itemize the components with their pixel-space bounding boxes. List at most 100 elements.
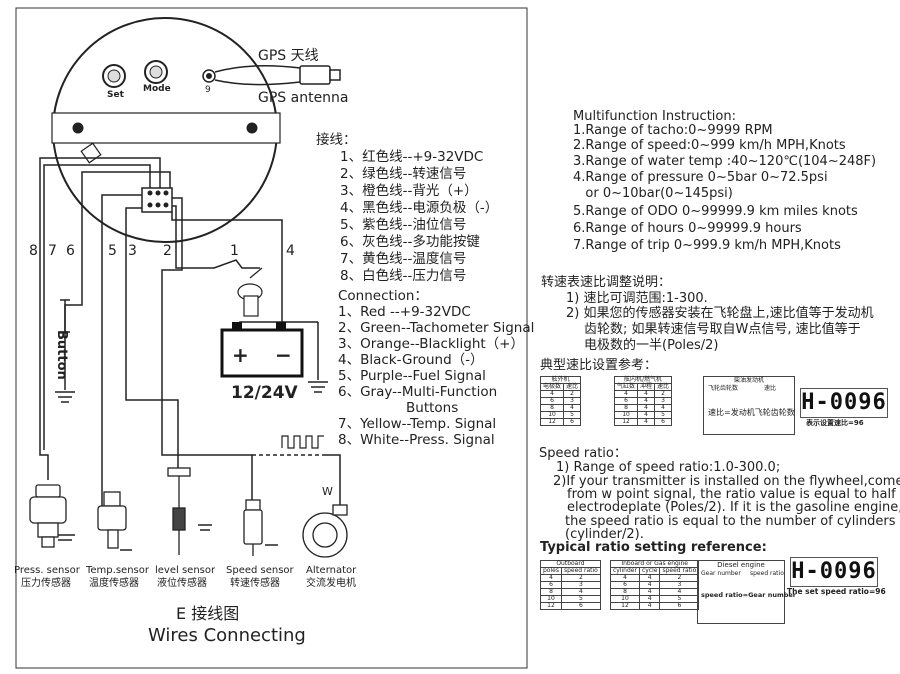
multifunction-title: Multifunction Instruction:	[573, 109, 736, 124]
battery-voltage: 12/24V	[231, 383, 298, 403]
button-switch-icon	[60, 299, 70, 333]
table-col: speed ratio	[750, 570, 784, 577]
wire-number-5: 5	[108, 243, 117, 259]
connection-item: 3、Orange--Blacklight（+）	[338, 336, 524, 352]
lcd-caption-en: The set speed ratio=96	[787, 587, 886, 596]
ratio-cn-item: 齿轮数; 如果转速信号取自W点信号, 速比值等于	[584, 322, 861, 337]
set-label: Set	[107, 90, 124, 100]
gps-label-cn: GPS 天线	[258, 48, 319, 64]
ratio-en-ref-title: Typical ratio setting reference:	[540, 540, 767, 555]
battery-plus: +	[232, 343, 249, 367]
gps-label-en: GPS antenna	[258, 90, 349, 106]
multifunction-item: 5.Range of ODO 0~99999.9 km miles knots	[573, 204, 858, 219]
diesel-formula: speed ratio=Gear number	[701, 591, 796, 599]
ratio-en-item: the speed ratio is equal to the number o…	[565, 514, 896, 529]
wire-number-3: 3	[128, 243, 137, 259]
speed-sensor-label-cn: 转速传感器	[230, 578, 280, 589]
ratio-cn-item: 1) 速比可调范围:1-300.	[566, 291, 708, 306]
ratio-cn-item: 2) 如果您的传感器安装在飞轮盘上,速比值等于发动机	[566, 306, 874, 321]
wiring-cn-item: 4、黑色线--电源负极（-）	[340, 200, 499, 216]
battery-icon	[220, 322, 304, 378]
pulse-signal-icon	[281, 435, 324, 449]
ratio-cn-item: 电极数的一半(Poles/2)	[584, 338, 719, 353]
lcd-display-en: H-0096	[790, 557, 878, 587]
mode-label: Mode	[143, 84, 171, 94]
alternator-label-cn: 交流发电机	[306, 578, 356, 589]
table-cell: 6	[654, 418, 673, 426]
connection-item: 4、Black-Ground（-）	[338, 352, 484, 368]
wiring-cn-item: 3、橙色线--背光（+）	[340, 183, 478, 199]
diesel-formula: 速比=发动机飞轮齿轮数	[708, 408, 795, 417]
port-number: 9	[205, 85, 211, 95]
table-cell: 12	[539, 418, 565, 426]
multifunction-item: 4.Range of pressure 0~5bar 0~72.5psi	[573, 170, 828, 185]
temp-sensor-label: Temp.sensor	[86, 565, 149, 576]
gps-port-icon	[202, 69, 216, 83]
table-cell: 12	[610, 602, 640, 610]
table-col: 速比	[764, 385, 777, 392]
wire-number-7: 7	[48, 243, 57, 259]
ground-icons	[55, 381, 328, 551]
multifunction-item: 1.Range of tacho:0~9999 RPM	[573, 123, 773, 138]
connection-item: 7、Yellow--Temp. Signal	[338, 416, 497, 432]
table-cell: 4	[637, 418, 656, 426]
bracket-bolt-right	[246, 122, 258, 134]
table-cell: 6	[563, 418, 582, 426]
table-cell: 6	[659, 602, 700, 610]
table-col: Gear number	[701, 570, 741, 577]
connection-title: Connection：	[338, 288, 428, 304]
press-sensor-label: Press. sensor	[14, 565, 80, 576]
backlight-connector-icon	[80, 142, 102, 164]
lcd-caption-cn: 表示设置速比=96	[806, 419, 864, 427]
battery-minus: −	[275, 343, 292, 367]
table-header: 柴油发动机	[733, 377, 764, 384]
wiring-cn-title: 接线：	[316, 132, 357, 148]
gps-antenna	[214, 65, 341, 86]
ratio-en-title: Speed ratio：	[539, 446, 627, 461]
gauge-mounting-bracket	[51, 112, 281, 144]
ratio-en-item: (cylinder/2).	[565, 527, 644, 542]
mode-button-icon	[144, 60, 168, 84]
ratio-table-cn-diesel: 柴油发动机 飞轮齿轮数 速比 速比=发动机飞轮齿轮数	[703, 376, 795, 435]
ratio-cn-ref-title: 典型速比设置参考：	[540, 358, 658, 373]
temp-sensor-icon	[97, 491, 127, 549]
connection-item: 6、Gray--Multi-Function	[338, 384, 498, 400]
bracket-bolt-left	[72, 122, 84, 134]
ignition-key-icon	[237, 267, 263, 317]
wiring-cn-item: 7、黄色线--温度信号	[340, 251, 467, 267]
table-header: Diesel engine	[717, 561, 765, 569]
speed-sensor-icon	[243, 499, 263, 556]
alternator-w-label: W	[322, 485, 333, 498]
wires	[39, 157, 341, 511]
ratio-en-item: 1) Range of speed ratio:1.0-300.0;	[556, 460, 781, 475]
table-col: 飞轮齿轮数	[708, 385, 739, 392]
multifunction-item: 7.Range of trip 0~999.9 km/h MPH,Knots	[573, 238, 841, 253]
ratio-en-item: electrodeplate (Poles/2). If it is the g…	[567, 500, 900, 515]
ratio-cn-title: 转速表速比调整说明：	[541, 275, 672, 290]
connection-item: 2、Green--Tachometer Signal	[338, 320, 535, 336]
ratio-en-item: from w point signal, the ratio value is …	[567, 487, 896, 502]
wire-number-6: 6	[66, 243, 75, 259]
table-cell: 12	[540, 602, 562, 610]
connection-item: 1、Red --+9-32VDC	[338, 304, 471, 320]
multifunction-item: 6.Range of hours 0~99999.9 hours	[573, 221, 802, 236]
figure-title-cn: E 接线图	[176, 604, 240, 623]
multifunction-item: or 0~10bar(0~145psi)	[573, 186, 733, 201]
alternator-label: Alternator	[306, 565, 357, 576]
level-sensor-icon	[167, 467, 191, 555]
table-cell: 6	[560, 602, 601, 610]
lcd-display-cn: H-0096	[800, 388, 888, 418]
wiring-cn-item: 5、紫色线--油位信号	[340, 217, 467, 233]
wiring-cn-item: 8、白色线--压力信号	[340, 268, 467, 284]
gps-antenna-plug-icon	[299, 65, 331, 85]
table-cell: 12	[613, 418, 639, 426]
connection-item: Buttons	[406, 400, 459, 416]
pressure-sensor-icon	[29, 484, 67, 548]
multifunction-item: 2.Range of speed:0~999 km/h MPH,Knots	[573, 138, 846, 153]
multifunction-item: 3.Range of water temp :40~120℃(104~248F)	[573, 154, 877, 169]
